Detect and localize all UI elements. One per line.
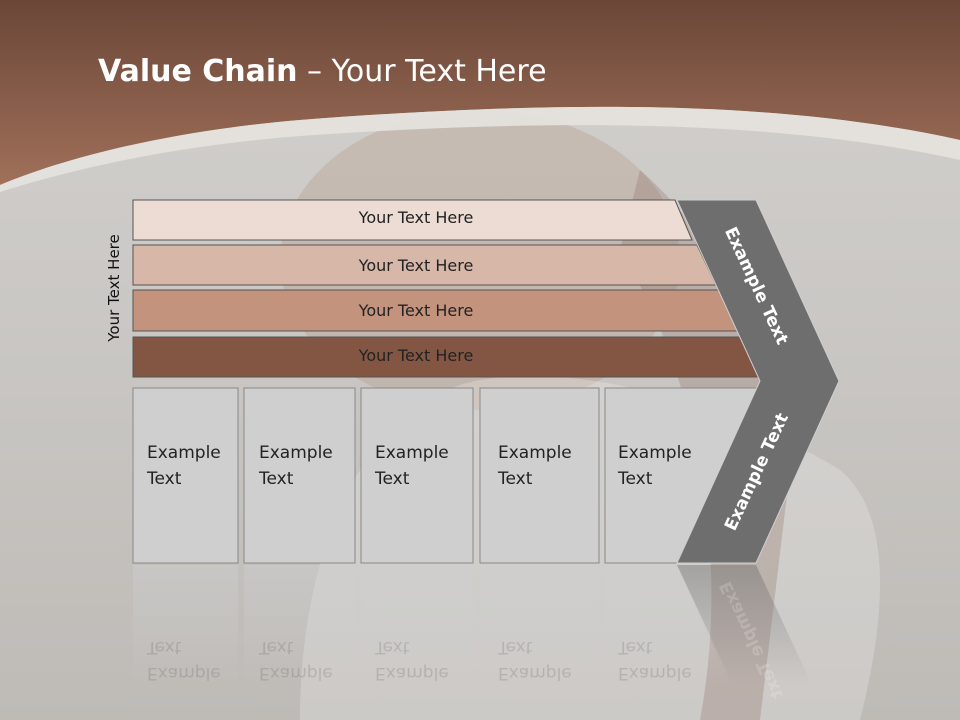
box-label-1-line2: Text <box>147 469 182 489</box>
header-swoosh <box>0 106 960 192</box>
bar-label-3: Your Text Here <box>358 301 474 320</box>
box-reflection-label-1-line1: Example <box>147 663 221 683</box>
box-reflection-label-3-line1: Example <box>375 663 449 683</box>
title-bold: Value Chain <box>98 54 298 89</box>
box-reflection-label-5: Example Text <box>618 634 718 686</box>
box-reflection-1 <box>133 565 238 685</box>
bar-label-2: Your Text Here <box>358 256 474 275</box>
box-label-5-line2: Text <box>618 469 653 489</box>
box-shape-3 <box>360 387 474 564</box>
box-reflection-label-4-line2: Text <box>498 637 533 657</box>
box-reflection-3 <box>361 565 473 685</box>
box-reflection-label-1-line2: Text <box>147 637 182 657</box>
box-shape-4 <box>479 387 600 564</box>
box-reflection-4 <box>480 565 599 685</box>
box-reflection-5 <box>605 565 730 685</box>
title-rest: – Your Text Here <box>297 54 547 89</box>
box-label-3-line2: Text <box>375 469 410 489</box>
box-label-4-line2: Text <box>498 469 533 489</box>
box-reflection-label-2-line2: Text <box>259 637 294 657</box>
box-label-3-line1: Example <box>375 443 449 463</box>
box-shape-1 <box>132 387 239 564</box>
box-reflection-label-4: Example Text <box>498 634 598 686</box>
side-label-text: Your Text Here <box>105 234 123 342</box>
box-reflection-label-2: Example Text <box>259 634 359 686</box>
bar-label-1: Your Text Here <box>358 208 474 227</box>
box-shape-2 <box>243 387 356 564</box>
box-label-5-line1: Example <box>618 443 692 463</box>
box-label-1-line1: Example <box>147 443 221 463</box>
bar-shape-1 <box>132 199 693 241</box>
box-reflection-label-3: Example Text <box>375 634 475 686</box>
bar-label-4: Your Text Here <box>358 346 474 365</box>
box-label-4-line1: Example <box>498 443 572 463</box>
box-reflection-label-2-line1: Example <box>259 663 333 683</box>
chevron-shape <box>676 199 840 564</box>
box-label-2-line2: Text <box>259 469 294 489</box>
box-reflection-label-1: Example Text <box>147 634 247 686</box>
page-title: Value Chain – Your Text Here <box>98 54 547 89</box>
box-reflection-label-4-line1: Example <box>498 663 572 683</box>
box-label-2-line1: Example <box>259 443 333 463</box>
box-reflection-label-5-line2: Text <box>618 637 653 657</box>
chevron-reflection <box>677 565 812 685</box>
header-band <box>0 0 960 185</box>
box-reflection-label-3-line2: Text <box>375 637 410 657</box>
box-reflection-2 <box>244 565 355 685</box>
box-reflection-label-5-line1: Example <box>618 663 692 683</box>
